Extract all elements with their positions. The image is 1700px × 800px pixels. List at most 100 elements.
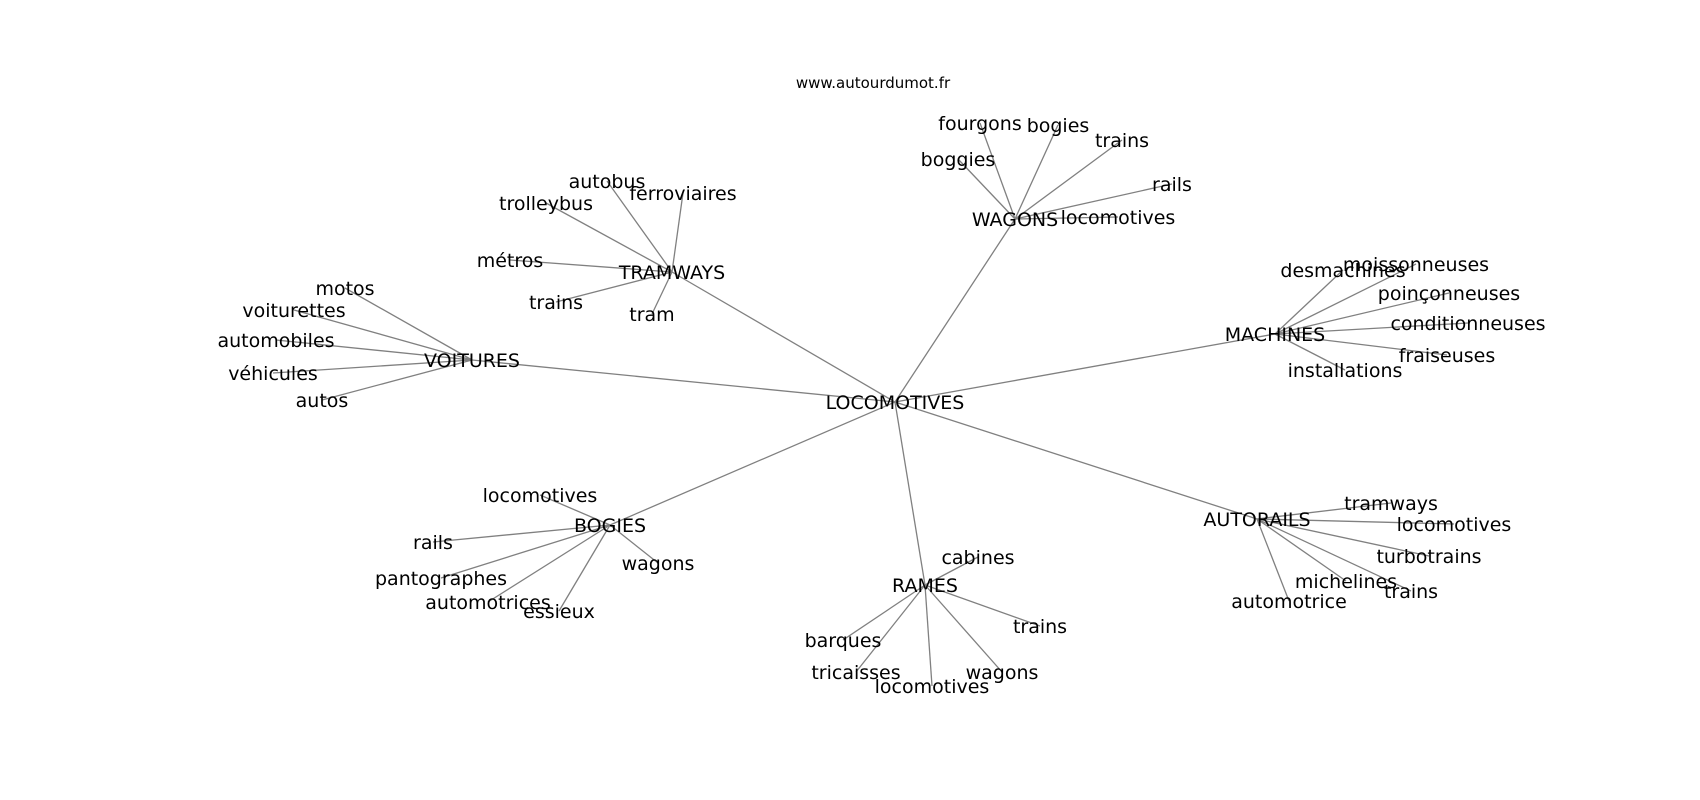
leaf-word[interactable]: wagons: [622, 553, 695, 575]
hub-word[interactable]: TRAMWAYS: [618, 262, 725, 284]
edge-autorails-leaf: [1256, 502, 1392, 520]
leaf-word[interactable]: métros: [477, 250, 544, 272]
edge-rames-leaf: [842, 584, 926, 641]
leaf-word[interactable]: automobiles: [217, 330, 334, 352]
edge-rames-leaf: [924, 556, 979, 586]
leaf-word[interactable]: essieux: [523, 601, 595, 623]
edge-rames-leaf: [924, 584, 933, 687]
leaf-word[interactable]: fraiseuses: [1399, 345, 1496, 367]
leaf-word[interactable]: rails: [413, 532, 453, 554]
edge-voitures-leaf: [272, 359, 473, 374]
edge-tramways-leaf: [651, 271, 673, 315]
edge-voitures-leaf: [275, 339, 473, 361]
edge-rames-leaf: [924, 584, 1041, 627]
hub-word[interactable]: RAMES: [892, 575, 958, 597]
leaf-word[interactable]: desmachines: [1280, 260, 1405, 282]
leaf-word[interactable]: trains: [529, 292, 583, 314]
edge-wagons-leaf: [1014, 139, 1123, 220]
edge-autorails-leaf: [1256, 518, 1412, 592]
edge-autorails-leaf: [1256, 518, 1347, 582]
leaf-word[interactable]: pantographes: [375, 568, 507, 590]
edge-tramways-leaf: [606, 180, 673, 273]
leaf-word[interactable]: motos: [315, 278, 374, 300]
leaf-word[interactable]: automotrice: [1231, 591, 1347, 613]
edge-wagons-leaf: [979, 122, 1016, 220]
edge-bogies-leaf: [487, 524, 611, 603]
edge-wagons-leaf: [1014, 124, 1059, 220]
edge-autorails-leaf: [1256, 518, 1455, 525]
source-url: www.autourdumot.fr: [796, 74, 951, 92]
edge-center-rames: [894, 401, 926, 586]
edge-autorails-leaf: [1256, 518, 1290, 602]
edge-tramways-leaf: [545, 202, 673, 273]
edge-center-autorails: [894, 401, 1258, 520]
leaf-word[interactable]: fourgons: [938, 113, 1021, 135]
leaf-word[interactable]: locomotives: [1397, 514, 1512, 536]
edge-bogies-leaf: [539, 494, 611, 526]
edge-center-bogies: [609, 401, 896, 526]
center-word[interactable]: LOCOMOTIVES: [826, 392, 965, 414]
leaf-word[interactable]: trains: [1384, 581, 1438, 603]
leaf-word[interactable]: voiturettes: [242, 300, 345, 322]
hub-word[interactable]: AUTORAILS: [1203, 509, 1310, 531]
edge-rames-leaf: [855, 584, 926, 673]
leaf-word[interactable]: moissonneuses: [1343, 254, 1489, 276]
edge-voitures-leaf: [293, 309, 473, 361]
leaf-word[interactable]: automotrices: [425, 592, 550, 614]
edge-center-voitures: [471, 359, 896, 403]
hub-word[interactable]: VOITURES: [424, 350, 520, 372]
leaf-word[interactable]: tricaisses: [811, 662, 900, 684]
leaf-word[interactable]: tramways: [1344, 493, 1438, 515]
edge-machines-leaf: [1274, 333, 1346, 371]
edge-machines-leaf: [1274, 292, 1450, 335]
leaf-word[interactable]: trains: [1013, 616, 1067, 638]
edge-machines-leaf: [1274, 322, 1469, 335]
edge-center-wagons: [894, 218, 1016, 403]
leaf-word[interactable]: locomotives: [1061, 207, 1176, 229]
edge-layer: [272, 122, 1469, 687]
hub-word[interactable]: MACHINES: [1225, 324, 1326, 346]
leaf-word[interactable]: michelines: [1295, 571, 1397, 593]
leaf-word[interactable]: ferroviaires: [629, 183, 736, 205]
leaf-word[interactable]: locomotives: [875, 676, 990, 698]
leaf-word[interactable]: tram: [629, 304, 674, 326]
hub-word[interactable]: WAGONS: [972, 209, 1058, 231]
edge-wagons-leaf: [957, 158, 1016, 220]
leaf-word[interactable]: poinçonneuses: [1378, 283, 1520, 305]
leaf-word[interactable]: trolleybus: [499, 193, 593, 215]
edge-voitures-leaf: [321, 359, 473, 401]
leaf-word[interactable]: boggies: [921, 149, 996, 171]
edge-bogies-leaf: [440, 524, 611, 579]
hub-word[interactable]: BOGIES: [574, 515, 646, 537]
edge-bogies-leaf: [558, 524, 611, 612]
edge-center-machines: [894, 333, 1276, 403]
edge-bogies-leaf: [609, 524, 659, 564]
edge-autorails-leaf: [1256, 518, 1430, 557]
leaf-word[interactable]: locomotives: [483, 485, 598, 507]
edge-tramways-leaf: [671, 192, 684, 273]
leaf-word[interactable]: wagons: [966, 662, 1039, 684]
edge-rames-leaf: [924, 584, 1003, 673]
leaf-word[interactable]: bogies: [1027, 115, 1090, 137]
leaf-word[interactable]: installations: [1288, 360, 1403, 382]
edge-bogies-leaf: [432, 524, 611, 543]
leaf-word[interactable]: autos: [296, 390, 349, 412]
leaf-word[interactable]: autobus: [569, 171, 646, 193]
leaf-word[interactable]: véhicules: [228, 363, 318, 385]
edge-tramways-leaf: [509, 259, 673, 273]
edge-center-tramways: [671, 271, 896, 403]
edge-machines-leaf: [1274, 333, 1448, 356]
leaf-word[interactable]: conditionneuses: [1390, 313, 1545, 335]
leaf-word[interactable]: trains: [1095, 130, 1149, 152]
edge-machines-leaf: [1274, 263, 1417, 335]
edge-wagons-leaf: [1014, 183, 1173, 220]
leaf-word[interactable]: turbotrains: [1376, 546, 1481, 568]
leaf-word[interactable]: rails: [1152, 174, 1192, 196]
leaf-word[interactable]: cabines: [941, 547, 1014, 569]
edge-voitures-leaf: [344, 287, 473, 361]
edge-wagons-leaf: [1014, 216, 1119, 220]
leaf-word[interactable]: barques: [805, 630, 882, 652]
edge-tramways-leaf: [555, 271, 673, 303]
